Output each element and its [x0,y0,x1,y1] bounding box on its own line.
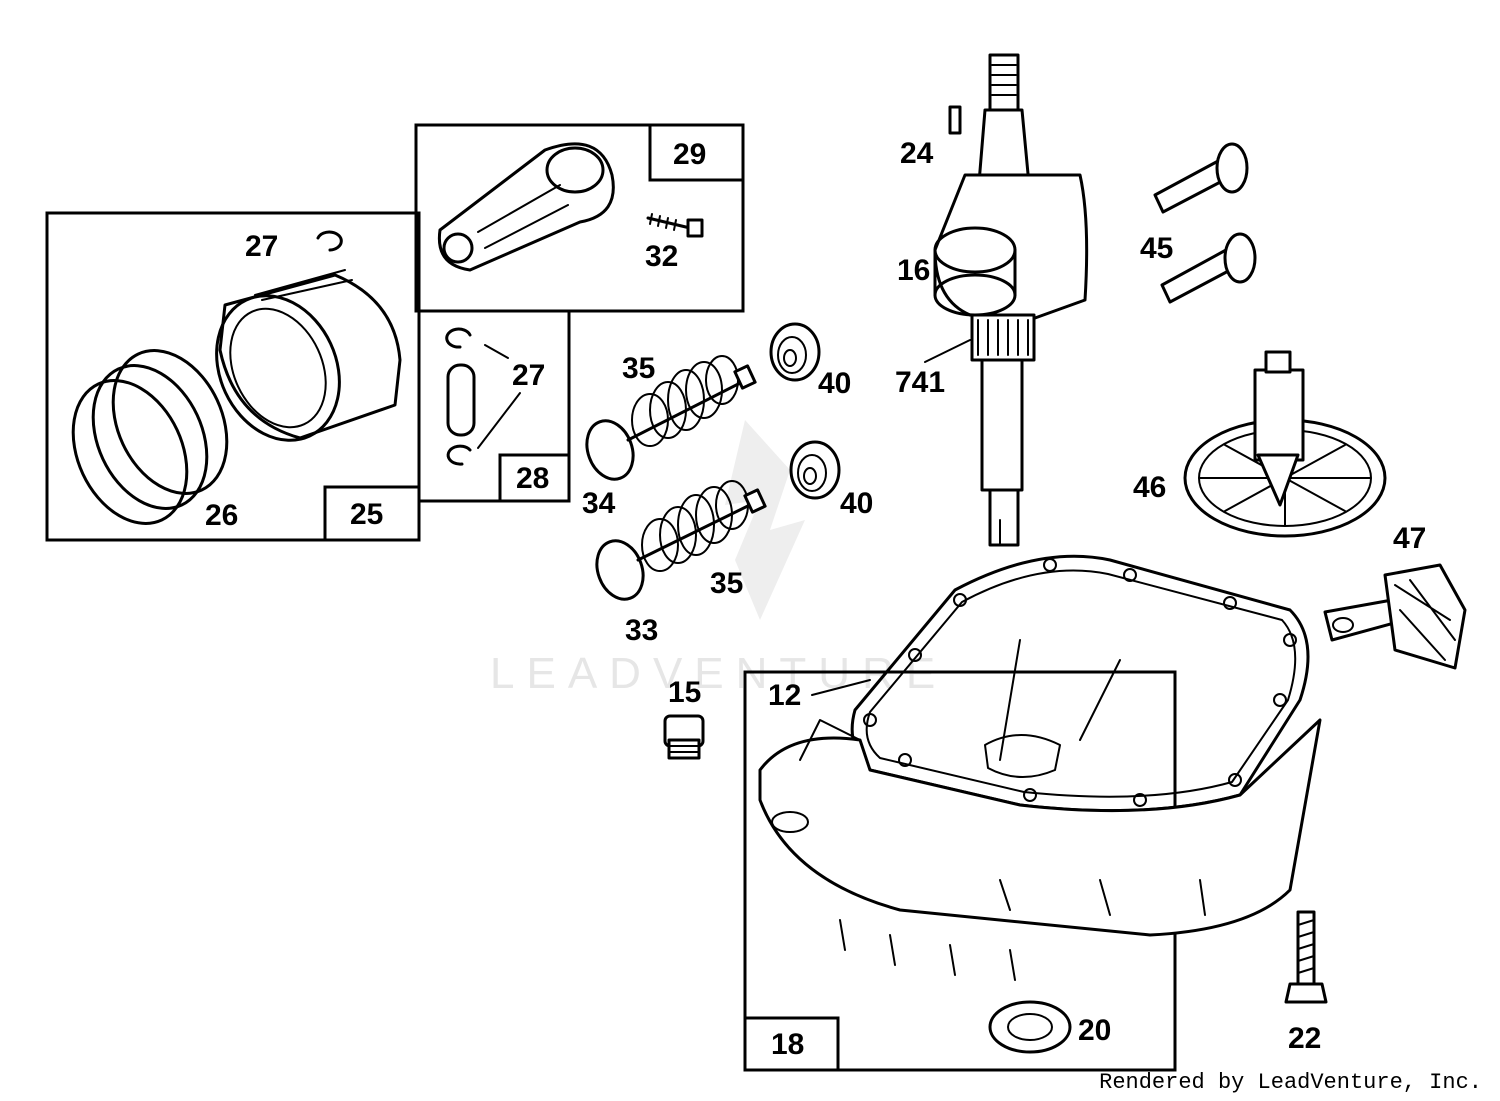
box-number-18: 18 [771,1028,804,1061]
callout-35-upper-spring: 35 [622,352,655,385]
valve-retainer-lower [789,440,841,500]
callout-22-bolt: 22 [1288,1022,1321,1055]
camshaft-gear [1183,350,1387,538]
box-number-28: 28 [516,462,549,495]
watermark: LEADVENTURE [490,420,935,698]
callout-35-lower-spring: 35 [710,567,743,600]
box-number-29: 29 [673,138,706,171]
callout-47-governor: 47 [1393,522,1426,555]
piston-pin [446,363,476,437]
callout-27-pin-clips: 27 [512,359,545,392]
valve-assembly-upper [585,355,757,481]
leader-741 [924,339,971,363]
connecting-rod [437,142,615,272]
pin-clip-top [445,327,472,349]
leader-12 [811,679,871,696]
sump-bolt [1284,910,1328,1004]
drain-plug [663,714,705,760]
piston-rings [71,349,229,525]
callout-45-tappets: 45 [1140,232,1173,265]
callout-32-rod-bolt: 32 [645,240,678,273]
valve-tappet-lower [1160,232,1257,304]
box-number-25: 25 [350,498,383,531]
callout-24-key: 24 [900,137,934,170]
rod-bolt [646,213,704,238]
crankshaft-key [948,105,962,135]
callout-26-rings: 26 [205,499,238,532]
callout-16-crankshaft: 16 [897,254,930,287]
valve-retainer-upper [769,322,821,382]
valve-tappet-upper [1153,142,1249,214]
callout-741-gear: 741 [895,366,945,399]
callout-20-seal: 20 [1078,1014,1111,1047]
callout-40-lower-retainer: 40 [840,487,873,520]
governor-assembly [1323,563,1467,670]
sump-body [758,639,1322,981]
callout-46-camshaft: 46 [1133,471,1166,504]
retaining-clip [316,230,343,252]
piston-pin-box: 28 27 [417,309,571,503]
connecting-rod-box: 29 32 [414,123,745,313]
valve-assembly-lower [595,480,767,601]
piston-assembly-box: 25 27 26 [45,211,421,542]
oil-seal [988,1000,1072,1054]
callout-40-upper-retainer: 40 [818,367,851,400]
callout-12-gasket: 12 [768,679,801,712]
pin-clip-bottom [446,444,472,466]
piston [215,269,402,442]
crankshaft [933,53,1089,547]
callout-15-plug: 15 [668,676,701,709]
callout-34-exhaust-valve: 34 [582,487,616,520]
render-credit: Rendered by LeadVenture, Inc. [1099,1070,1482,1095]
callout-27-piston-clip: 27 [245,230,278,263]
callout-33-intake-valve: 33 [625,614,658,647]
